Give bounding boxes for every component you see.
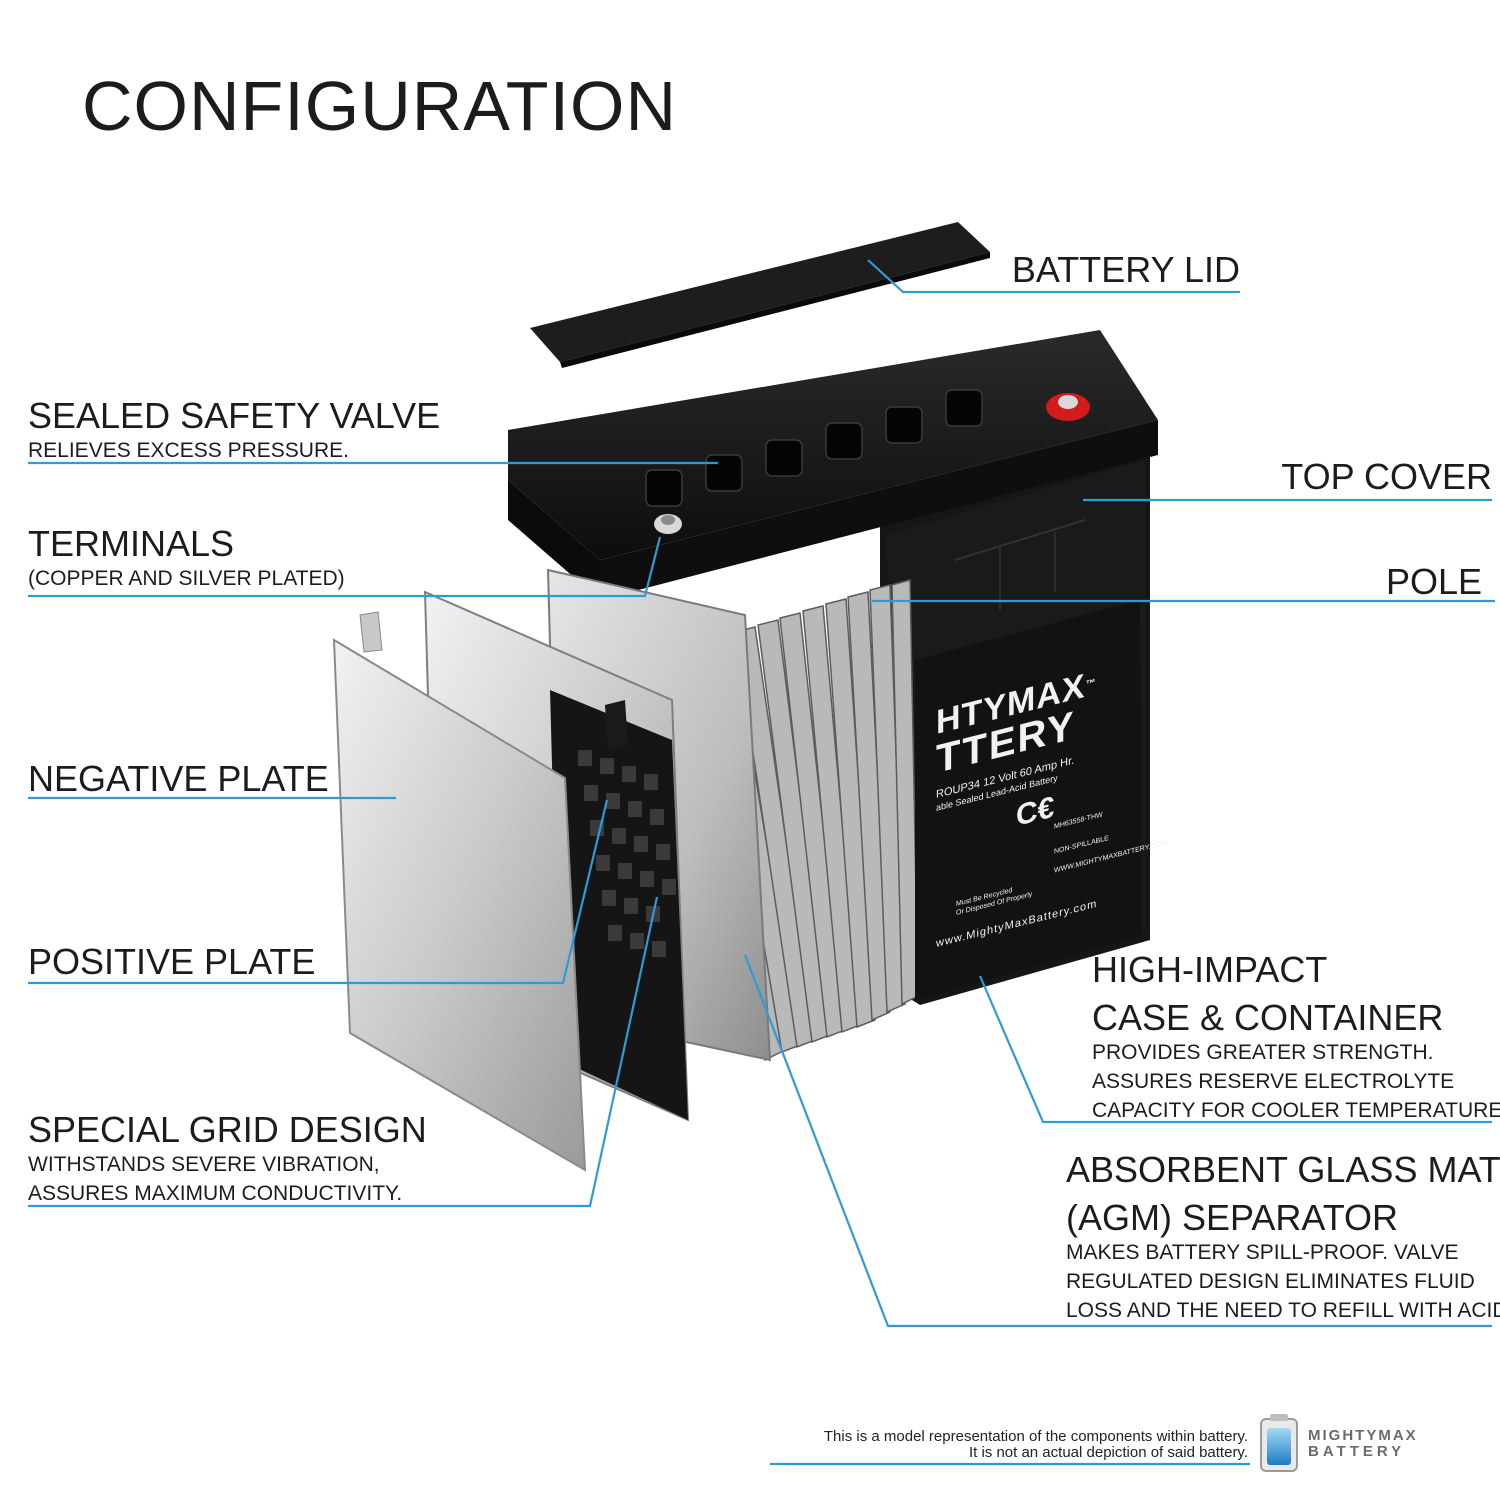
battery-front-face [915,600,1142,1000]
footer-brand-line-2: BATTERY [1308,1443,1406,1460]
callout-high-impact-sub-3: CAPACITY FOR COOLER TEMPERATURES. [1092,1099,1500,1122]
callout-sealed-safety-valve-label: SEALED SAFETY VALVE [28,395,441,436]
battery-lid-part [530,222,990,368]
battery-brand-tm: ™ [1085,676,1097,691]
footer-brand: MIGHTYMAX BATTERY [1308,1428,1418,1460]
leader-agm [743,954,1492,1328]
footer-note: This is a model representation of the co… [740,1429,1248,1461]
leader-high-impact [978,975,1492,1124]
callout-top-cover: TOP COVER [1281,456,1492,497]
leader-positive-plate [28,799,609,985]
callout-high-impact-sub-1: PROVIDES GREATER STRENGTH. [1092,1041,1434,1064]
footer-logo-icon [1260,1414,1298,1472]
callout-terminals-sub: (COPPER AND SILVER PLATED) [28,567,345,590]
footer-brand-line-1: MIGHTYMAX [1308,1427,1418,1444]
callout-positive-plate: POSITIVE PLATE [28,941,316,982]
leader-special-grid [28,896,659,1208]
callout-agm-sub-3: LOSS AND THE NEED TO REFILL WITH ACID. [1066,1299,1500,1322]
callout-high-impact-label-2: CASE & CONTAINER [1092,997,1444,1038]
callout-pole: POLE [1385,561,1482,602]
callout-terminals-label: TERMINALS [28,523,235,564]
callout-special-grid-design: SPECIAL GRID DESIGN WITHSTANDS SEVERE VI… [28,1110,427,1208]
leader-battery-lid [867,259,1240,294]
callout-high-impact-sub-2: ASSURES RESERVE ELECTROLYTE [1092,1070,1455,1093]
callout-special-grid-label: SPECIAL GRID DESIGN [28,1109,427,1150]
callout-agm-label-1: ABSORBENT GLASS MAT [1066,1149,1500,1190]
top-cover-part [508,330,1158,600]
callout-terminals: TERMINALS (COPPER AND SILVER PLATED) [28,524,345,593]
footer-note-line-2: It is not an actual depiction of said ba… [968,1444,1248,1461]
callout-agm-separator: ABSORBENT GLASS MAT (AGM) SEPARATOR MAKE… [1066,1150,1500,1325]
callout-agm-label-2: (AGM) SEPARATOR [1066,1197,1399,1238]
callout-special-grid-sub-1: WITHSTANDS SEVERE VIBRATION, [28,1153,380,1176]
page-title: CONFIGURATION [82,67,678,145]
battery-label: HTYMAX™ TTERY ROUP34 12 Volt 60 Amp Hr. … [936,656,1167,986]
callout-high-impact-case: HIGH-IMPACT CASE & CONTAINER PROVIDES GR… [1092,950,1500,1125]
leader-terminals [28,536,662,598]
callout-agm-sub-2: REGULATED DESIGN ELIMINATES FLUID [1066,1270,1475,1293]
callout-high-impact-label-1: HIGH-IMPACT [1092,949,1328,990]
callout-sealed-safety-valve: SEALED SAFETY VALVE RELIEVES EXCESS PRES… [28,396,440,465]
footer-note-line-1: This is a model representation of the co… [823,1428,1248,1445]
negative-plate-part [332,611,587,1172]
callout-negative-plate: NEGATIVE PLATE [28,758,329,799]
callout-agm-sub-1: MAKES BATTERY SPILL-PROOF. VALVE [1066,1241,1459,1264]
callout-battery-lid: BATTERY LID [1011,249,1240,290]
leader-lines [28,259,1495,1466]
callout-sealed-safety-valve-sub: RELIEVES EXCESS PRESSURE. [28,439,349,462]
callout-special-grid-sub-2: ASSURES MAXIMUM CONDUCTIVITY. [28,1182,403,1205]
